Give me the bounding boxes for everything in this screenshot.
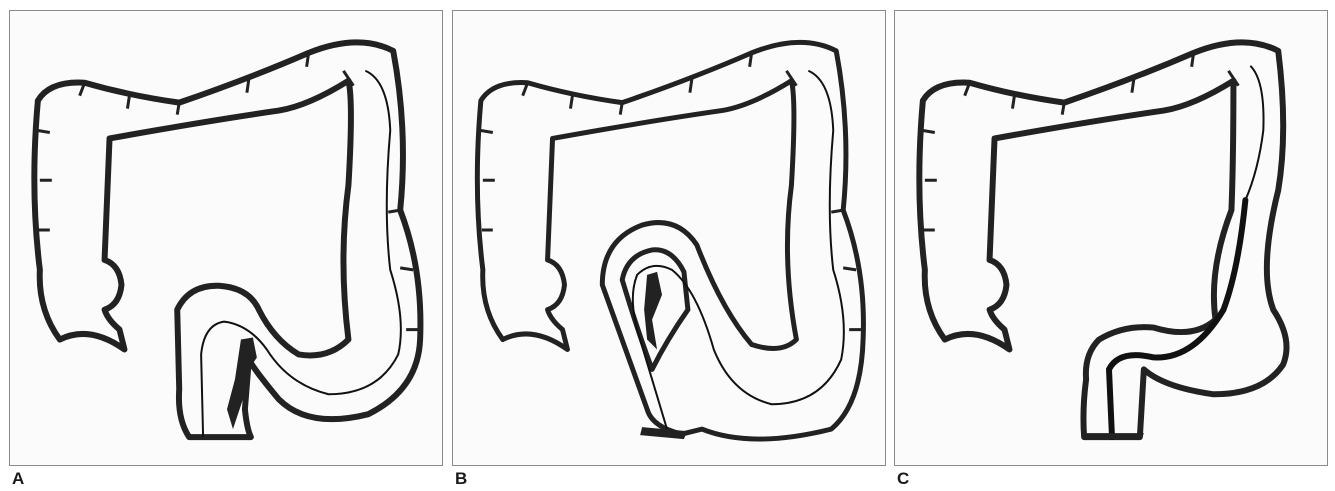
rectum-mass xyxy=(227,338,257,430)
colon-outline-outer xyxy=(477,42,863,439)
panel-label-b: B xyxy=(455,470,467,487)
panel-b xyxy=(452,10,886,466)
panel-c xyxy=(894,10,1328,466)
colon-outline-outer xyxy=(919,42,1286,437)
panel-label-c: C xyxy=(897,470,909,487)
haustra-marks xyxy=(923,53,1239,230)
haustra-marks xyxy=(481,53,861,330)
rectum-mass xyxy=(644,272,662,350)
anus-mark xyxy=(1082,433,1144,439)
endoscope-path xyxy=(201,71,401,437)
panel-label-a: A xyxy=(12,470,24,487)
endoscope-path-thin xyxy=(1245,66,1263,200)
colon-diagram-c xyxy=(895,11,1327,465)
colon-diagram-b xyxy=(453,11,885,465)
colon-outline-outer xyxy=(34,42,420,437)
colon-diagram-a xyxy=(10,11,442,465)
panel-a xyxy=(9,10,443,466)
